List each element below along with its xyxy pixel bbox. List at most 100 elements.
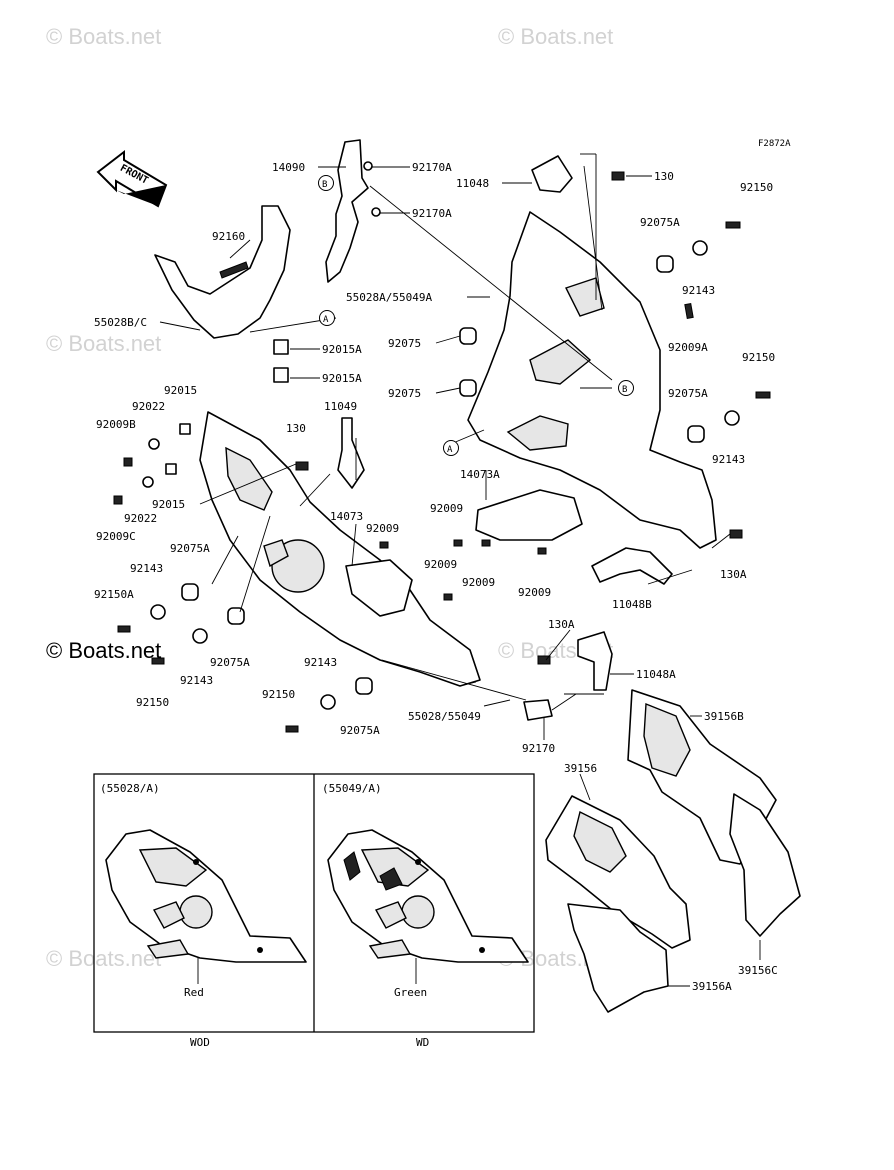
label-39156C: 39156C [738,964,778,977]
duct-14073 [345,559,413,617]
label-14073: 14073 [330,510,363,523]
callout-B-2: B [618,380,634,396]
decal-92160 [219,261,249,279]
front-arrow-icon: FRONT [96,149,168,208]
watermark-dark-left: © Boats.net [46,638,161,663]
lower-cowl-vent [263,539,289,568]
insulator-39156A [567,903,669,1013]
label-92009-4: 92009 [462,576,495,589]
cowl-vent-upper [529,339,592,385]
bracket-14090 [325,139,369,283]
watermark-top-right: © Boats.net [498,24,613,49]
leader-lines [159,153,761,987]
label-14090: 14090 [272,161,305,174]
label-92075A-c: 92075A [170,542,210,555]
label-92143-e: 92143 [304,656,337,669]
diagram-code: F2872A [758,139,791,149]
label-92075A-b: 92075A [668,387,708,400]
label-130: 130 [654,170,674,183]
label-92009-3: 92009 [424,558,457,571]
watermark-bottom-left: © Boats.net [46,946,161,971]
insulator-39156C [729,793,801,937]
inset-right-code: WD [416,1036,429,1049]
svg-text:A: A [447,445,453,455]
stay-11048B [591,547,673,585]
label-92015-2: 92015 [152,498,185,511]
stay-11049 [337,417,365,489]
label-92009-2: 92009 [366,522,399,535]
part-labels: 14090 92170A 92170A 11048 130 92150 9216… [94,161,778,993]
lower-cowl-55028 [199,411,481,687]
watermark-mid-left: © Boats.net [46,331,161,356]
inset-cowl-green [327,829,529,963]
label-11048A: 11048A [636,668,676,681]
callout-A-2: A [443,440,459,456]
label-92009C: 92009C [96,530,136,543]
label-130-b: 130 [286,422,306,435]
insulator-39156B-cutout [643,702,691,777]
label-11048B: 11048B [612,598,652,611]
label-92009A: 92009A [668,341,708,354]
inset-left-code: WOD [190,1036,210,1049]
duct-14073A [475,489,583,541]
label-92015-1: 92015 [164,384,197,397]
svg-text:B: B [622,385,627,395]
label-92015A-2: 92015A [322,372,362,385]
label-92143-c: 92143 [130,562,163,575]
inset-left-color: Red [184,986,204,999]
label-39156A: 39156A [692,980,732,993]
callout-A-1: A [319,310,335,326]
label-92160: 92160 [212,230,245,243]
label-55028A-55049A: 55028A/55049A [346,291,432,304]
inner-cowl-55028BC [154,205,291,339]
label-130A-a: 130A [720,568,747,581]
label-55028-55049: 55028/55049 [408,710,481,723]
label-92022-1: 92022 [132,400,165,413]
label-92150-b: 92150 [742,351,775,364]
watermark-top-left: © Boats.net [46,24,161,49]
label-92170: 92170 [522,742,555,755]
label-92075-2: 92075 [388,387,421,400]
label-92075A-a: 92075A [640,216,680,229]
inset-cowl-red [105,829,307,963]
svg-text:B: B [322,180,327,190]
label-130A-b: 130A [548,618,575,631]
label-92075A-e: 92075A [340,724,380,737]
label-92009B: 92009B [96,418,136,431]
label-92170A-1: 92170A [412,161,452,174]
label-92150-a: 92150 [740,181,773,194]
label-92150A: 92150A [94,588,134,601]
label-14073A: 14073A [460,468,500,481]
insulator-39156-cutout [573,810,627,873]
label-39156B: 39156B [704,710,744,723]
callout-B-1: B [318,175,334,191]
label-92150-c: 92150 [136,696,169,709]
label-92022-2: 92022 [124,512,157,525]
clip-92170 [523,699,553,721]
label-92170A-2: 92170A [412,207,452,220]
label-55028BC: 55028B/C [94,316,147,329]
cowl-bracket-window [565,277,605,317]
bracket-11048 [531,155,573,193]
label-92009-1: 92009 [430,502,463,515]
label-39156: 39156 [564,762,597,775]
inset-right-color: Green [394,986,427,999]
lower-cowl-window [225,446,273,511]
upper-cowl-55028A [467,211,717,549]
label-11049: 11049 [324,400,357,413]
inset-left-header: (55028/A) [100,782,160,795]
svg-text:A: A [323,315,329,325]
label-92075-1: 92075 [388,337,421,350]
hardware-screws [113,171,771,733]
label-92150-d: 92150 [262,688,295,701]
label-92009-5: 92009 [518,586,551,599]
label-11048: 11048 [456,177,489,190]
label-92143-d: 92143 [180,674,213,687]
inset-right-header: (55049/A) [322,782,382,795]
stay-11048A [577,631,613,691]
label-92075A-d: 92075A [210,656,250,669]
cowl-vent-lower [506,415,569,451]
hardware-grommets [142,161,740,710]
